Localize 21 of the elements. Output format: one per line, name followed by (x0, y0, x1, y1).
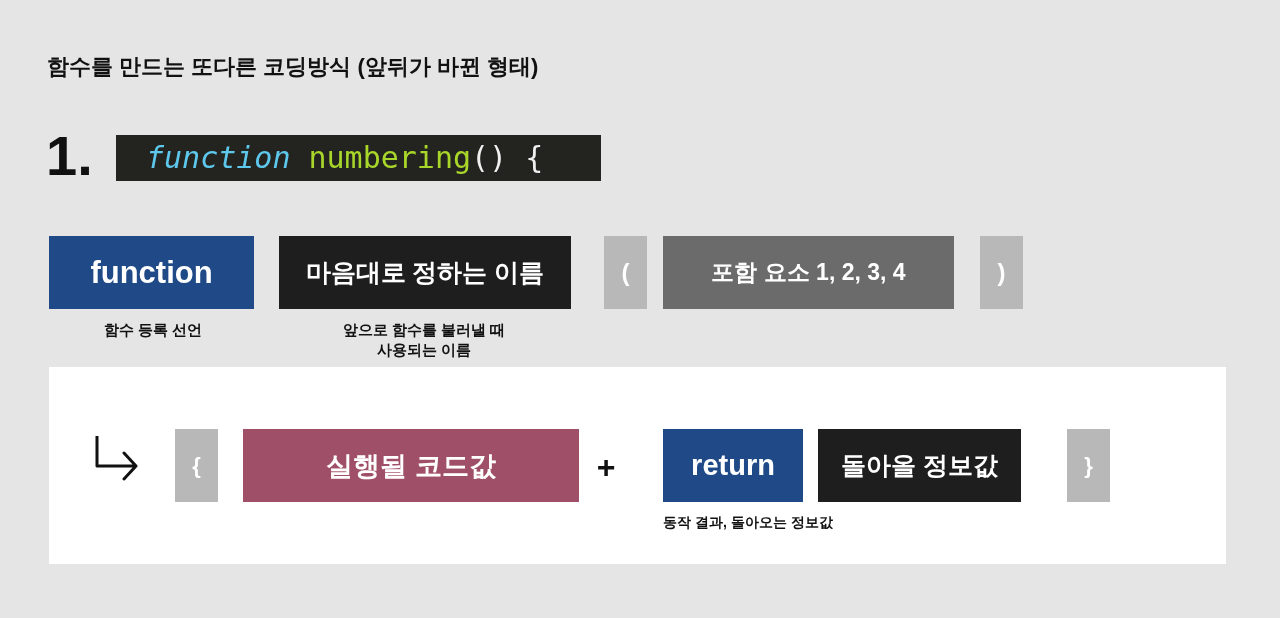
return-value-box: 돌아올 정보값 (818, 429, 1021, 502)
code-punctuation: () { (471, 139, 544, 177)
code-keyword: function (146, 139, 291, 177)
plus-sign: + (595, 452, 617, 482)
bracket-box: ) (980, 236, 1023, 309)
code-body-box: 실행될 코드값 (243, 429, 579, 502)
parameter-box: 포함 요소 1, 2, 3, 4 (663, 236, 954, 309)
caption-text: 함수 등록 선언 (102, 320, 204, 340)
brace-box: { (175, 429, 218, 502)
step-number: 1. (46, 126, 93, 186)
return-keyword-box: return (663, 429, 803, 502)
brace-box: } (1067, 429, 1110, 502)
function-name-box: 마음대로 정하는 이름 (279, 236, 571, 309)
keyword-box: function (49, 236, 254, 309)
diagram-title: 함수를 만드는 또다른 코딩방식 (앞뒤가 바뀐 형태) (47, 53, 539, 81)
bracket-box: ( (604, 236, 647, 309)
caption-text: 앞으로 함수를 불러낼 때 사용되는 이름 (341, 320, 507, 360)
code-function-name: numbering (308, 139, 472, 177)
code-snippet-box (116, 135, 601, 181)
caption-text: 동작 결과, 돌아오는 정보값 (663, 513, 834, 532)
content-panel (49, 367, 1226, 564)
